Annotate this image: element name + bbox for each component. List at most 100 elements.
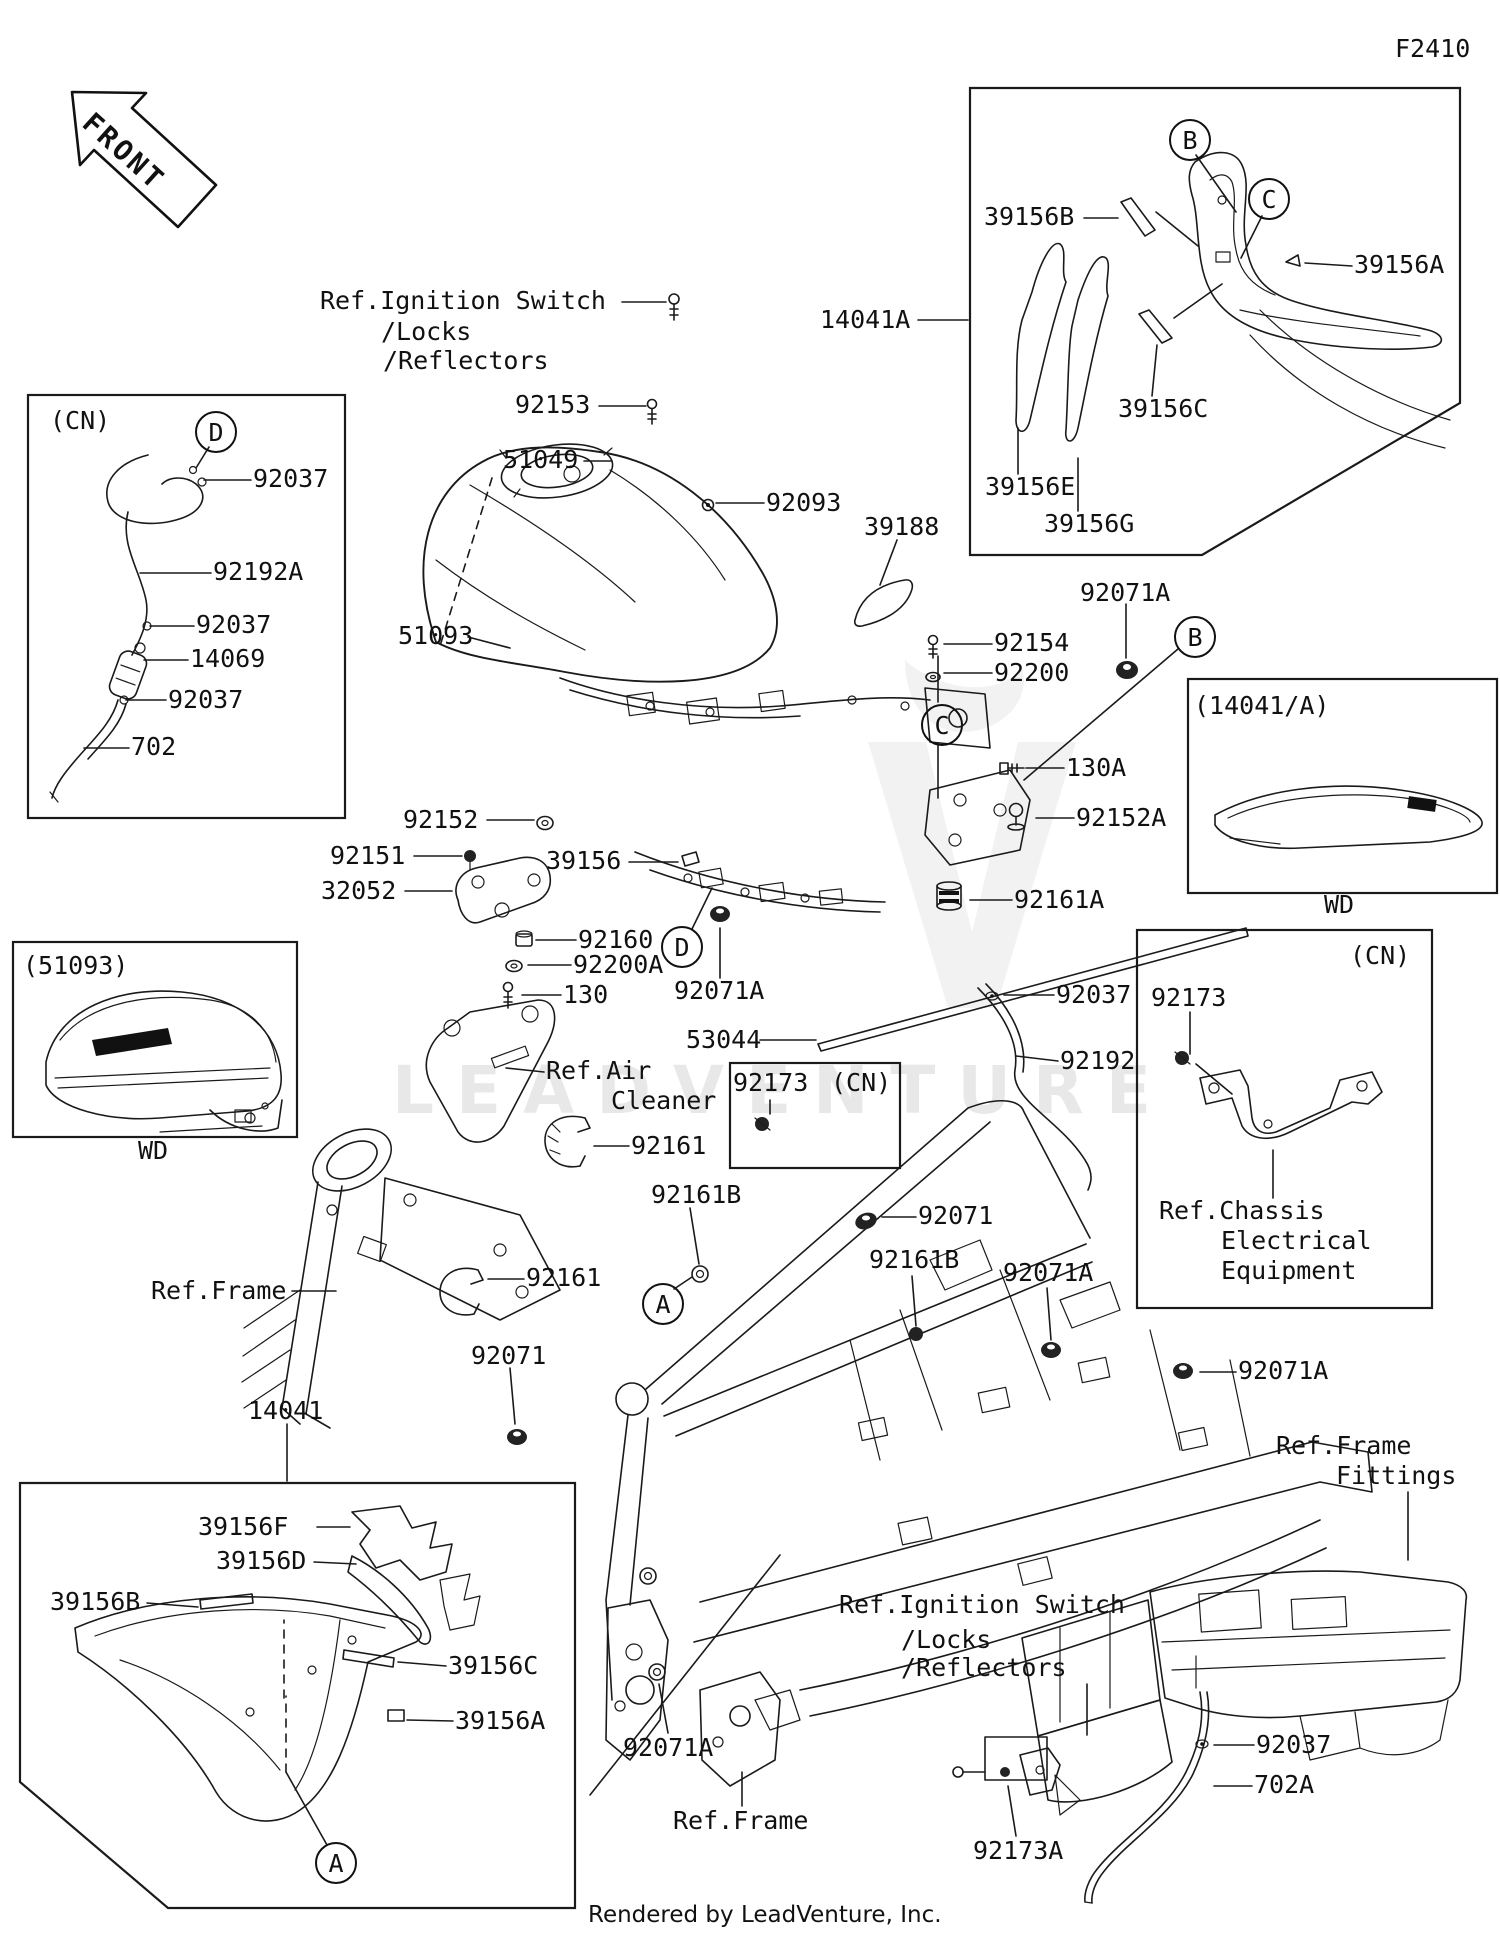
part-label-92153: 92153 [515,390,591,419]
frame-front-drawing [241,1128,561,1429]
detail-marker-c-2: C [921,704,963,746]
marker-letter: D [208,417,224,447]
part-label-92173-mid: 92173 [733,1068,809,1097]
ref-chassis-label: Ref.Chassis [1159,1196,1325,1225]
detail-marker-d-1: D [195,411,237,453]
part-label-39188: 39188 [864,512,940,541]
part-label-92173a: 92173A [973,1836,1064,1865]
detail-marker-b-1: B [1169,119,1211,161]
trim-strip-53044-drawing [817,927,1249,1052]
part-label-39156e: 39156E [985,472,1076,501]
part-label-92037-a: 92037 [253,464,329,493]
inset-caption-cn-right: (CN) [1350,941,1411,970]
part-label-92037-d: 92037 [1056,980,1132,1009]
inset-caption-wd-right: WD [1324,890,1355,919]
part-label-92154: 92154 [994,628,1070,657]
air-duct-clamp-92161-2 [439,1267,484,1316]
part-label-92071a-3: 92071A [1003,1258,1094,1287]
part-label-39156c-top: 39156C [1118,394,1209,423]
ref-air-label: Ref.Air [546,1056,652,1085]
fasteners-drawing [439,293,1193,1681]
part-label-92152: 92152 [403,805,479,834]
detail-marker-c-1: C [1248,178,1290,220]
part-label-39156g: 39156G [1044,509,1135,538]
part-label-92037-b: 92037 [196,610,272,639]
ref-reflectors-bot: /Reflectors [901,1653,1067,1682]
chassis-bracket-drawing [1174,1051,1383,1139]
watermark-emblem [868,660,1076,1008]
bracket-32052-drawing [455,856,552,924]
part-label-39156a-bot: 39156A [455,1706,546,1735]
ref-ignition-switch-top: Ref.Ignition Switch [320,286,606,315]
frame-fittings-tray-drawing [1021,1570,1468,1803]
front-arrow-icon [70,90,218,229]
marker-letter: A [328,1848,344,1878]
part-label-32052: 32052 [321,876,397,905]
part-label-53044: 53044 [686,1025,762,1054]
marker-letter: C [1261,184,1277,214]
part-label-92071-2: 92071 [471,1341,547,1370]
part-label-14041a: 14041A [820,305,911,334]
part-label-51049: 51049 [503,445,579,474]
fuel-tank-drawing [422,443,1031,913]
ref-equipment-label: Equipment [1221,1256,1357,1285]
hose-right-drawing [977,983,1210,1904]
air-duct-clamp-92161 [544,1115,591,1168]
part-label-51093: 51093 [398,621,474,650]
inset-caption-wd-left: WD [138,1136,169,1165]
part-label-92071a-2: 92071A [674,976,765,1005]
ref-cleaner-label: Cleaner [611,1086,717,1115]
inset-boxes [11,86,1499,1910]
part-label-92071a-5: 92071A [623,1733,714,1762]
part-label-92173-right: 92173 [1151,983,1227,1012]
part-label-14041: 14041 [248,1396,324,1425]
fuel-hose-left-drawing [49,454,207,803]
bracket-92173a-drawing [952,1747,1081,1816]
part-label-39156d: 39156D [216,1546,307,1575]
inset-caption-cn-left: (CN) [50,406,111,435]
ref-electrical-label: Electrical [1221,1226,1372,1255]
marker-letter: D [674,932,690,962]
detail-marker-b-2: B [1174,616,1216,658]
ref-locks-bot: /Locks [901,1625,992,1654]
leader-lines [83,154,1409,1846]
part-label-92152a: 92152A [1076,803,1167,832]
part-label-39156b-bot: 39156B [50,1587,141,1616]
part-label-130: 130 [563,980,609,1009]
inset-caption-51093: (51093) [23,951,129,980]
part-label-92200a: 92200A [573,950,664,979]
tank-side-inset-drawing [45,990,283,1133]
part-label-130a: 130A [1066,753,1127,782]
footer-credit: Rendered by LeadVenture, Inc. [588,1902,942,1928]
inset-caption-cn-mid: (CN) [831,1068,892,1097]
ref-frame-fittings-label-2: Fittings [1336,1461,1457,1490]
detail-marker-a-2: A [315,1842,357,1884]
side-cover-inset-drawing [1214,785,1483,850]
inset-caption-14041a: (14041/A) [1194,691,1330,720]
part-label-92151: 92151 [330,841,406,870]
detail-marker-d-2: D [661,926,703,968]
marker-letter: B [1187,622,1203,652]
part-label-92071a-1: 92071A [1080,578,1171,607]
ref-ignition-switch-bot: Ref.Ignition Switch [839,1590,1125,1619]
ref-frame-fittings-label-1: Ref.Frame [1276,1431,1412,1460]
part-label-39156a-top: 39156A [1354,250,1445,279]
ref-reflectors-top: /Reflectors [383,346,549,375]
part-label-92192a: 92192A [213,557,304,586]
part-label-39156b-top: 39156B [984,202,1075,231]
part-label-702a: 702A [1254,1770,1315,1799]
marker-letter: B [1182,125,1198,155]
frame-main-drawing [605,1099,1373,1787]
part-label-92161a: 92161A [1014,885,1105,914]
part-label-39156c-bot: 39156C [448,1651,539,1680]
bottom-left-cover-drawing [74,1505,481,1822]
part-label-92093: 92093 [766,488,842,517]
part-label-39156f: 39156F [198,1512,289,1541]
ref-frame-label-1: Ref.Frame [151,1276,287,1305]
part-label-92161b-2: 92161B [869,1245,960,1274]
part-label-92037-e: 92037 [1256,1730,1332,1759]
detail-marker-a-1: A [642,1283,684,1325]
part-label-92071-1: 92071 [918,1201,994,1230]
part-label-92071a-4: 92071A [1238,1356,1329,1385]
